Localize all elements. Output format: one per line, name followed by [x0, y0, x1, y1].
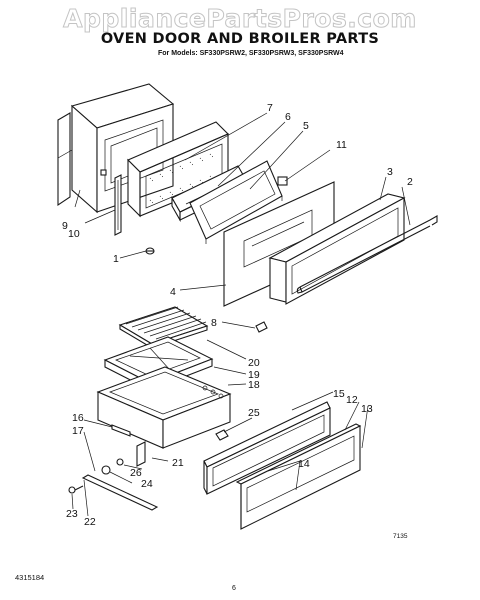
door-gasket	[127, 121, 229, 218]
callout-26: 26	[130, 467, 142, 479]
glass-retainer	[189, 160, 283, 244]
callout-6: 6	[285, 111, 291, 123]
callout-17: 17	[72, 425, 84, 437]
callout-10: 10	[68, 228, 80, 240]
watermark: AppliancePartsPros.com	[63, 4, 417, 34]
models-subtitle: For Models: SF330PSRW2, SF330PSRW3, SF33…	[158, 50, 344, 57]
callout-labels: 1 2 3 4 5 6 7 8 9 10 11 12 13 14 15 16 1…	[62, 102, 413, 528]
callout-25: 25	[248, 407, 260, 419]
drawer-front-panel	[203, 401, 331, 495]
callout-9: 9	[62, 220, 68, 232]
document-number: 4315184	[15, 573, 45, 582]
callout-3: 3	[387, 166, 393, 178]
callout-4: 4	[170, 286, 176, 298]
callout-14: 14	[298, 458, 310, 470]
drawer-rail	[81, 474, 159, 511]
screw-part-1	[145, 247, 155, 255]
drawer-fasteners	[101, 458, 124, 475]
callout-24: 24	[141, 478, 153, 490]
drawer-clip	[215, 429, 229, 441]
callout-8: 8	[211, 317, 217, 329]
broiler-drawer	[96, 366, 232, 449]
callout-20: 20	[248, 357, 260, 369]
callout-5: 5	[303, 120, 309, 132]
callout-15: 15	[333, 388, 345, 400]
callout-19: 19	[248, 369, 260, 381]
callout-16: 16	[72, 412, 84, 424]
callout-12: 12	[346, 394, 358, 406]
diagram-title: OVEN DOOR AND BROILER PARTS	[100, 31, 380, 47]
retainer-clip	[277, 176, 288, 186]
door-hinge	[114, 174, 122, 236]
callout-13: 13	[361, 403, 373, 415]
rail-screw	[68, 485, 84, 494]
door-bracket	[255, 321, 268, 333]
callout-18: 18	[248, 379, 260, 391]
page-marker: 6	[232, 585, 236, 592]
callout-11: 11	[336, 139, 347, 151]
callout-1: 1	[113, 253, 119, 265]
drawer-bracket	[136, 441, 146, 467]
callout-7: 7	[267, 102, 273, 114]
callout-21: 21	[172, 457, 184, 469]
drawer-front-trim	[235, 423, 362, 530]
figure-code: 7135	[393, 533, 408, 540]
drawer-slide	[111, 424, 131, 437]
callout-22: 22	[84, 516, 96, 528]
callout-23: 23	[66, 508, 78, 520]
callout-2: 2	[407, 176, 413, 188]
leader-lines	[71, 112, 411, 517]
door-handle	[296, 215, 438, 294]
